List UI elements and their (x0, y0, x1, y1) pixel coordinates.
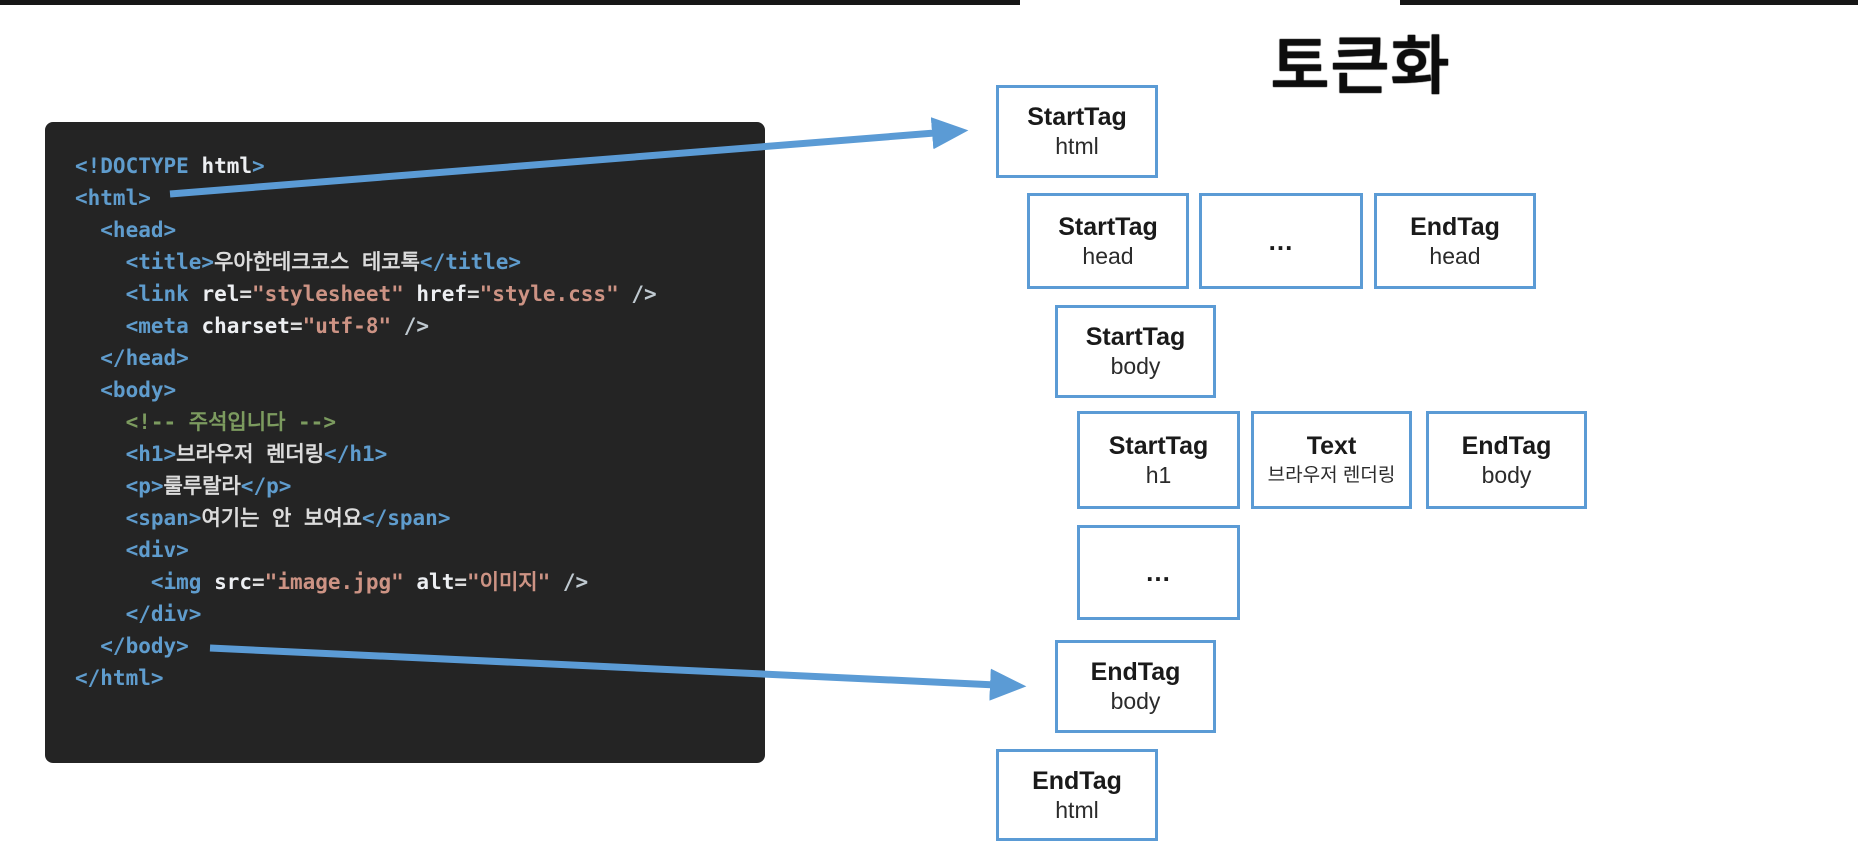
token-label: ... (1146, 557, 1171, 587)
code-line: </html> (75, 666, 164, 690)
code-line: <html> (75, 186, 151, 210)
token-value: h1 (1145, 461, 1172, 488)
top-strip-left (0, 0, 1020, 5)
token-value: head (1429, 242, 1481, 269)
token-value: head (1082, 242, 1134, 269)
page-title: 토큰화 (1271, 32, 1451, 102)
token-box-text: Text 브라우저 렌더링 (1251, 411, 1412, 509)
token-value: html (1055, 796, 1099, 823)
token-box-starttag-h1: StartTag h1 (1077, 411, 1240, 509)
token-value: 브라우저 렌더링 (1267, 464, 1396, 486)
code-line: <div> (75, 538, 189, 562)
code-line: <p>룰루랄라</p> (75, 474, 292, 498)
token-label: EndTag (1090, 658, 1181, 686)
token-label: EndTag (1461, 431, 1552, 460)
token-value: html (1055, 133, 1099, 159)
token-label: StartTag (1058, 212, 1158, 241)
token-label: StartTag (1085, 323, 1186, 351)
token-value: body (1110, 353, 1161, 379)
token-box-starttag-html: StartTag html (996, 85, 1158, 178)
code-block: <!DOCTYPE html> <html> <head> <title>우아한테… (45, 122, 765, 763)
token-box-starttag-head: StartTag head (1027, 193, 1189, 289)
code-line: <span>여기는 안 보여요</span> (75, 506, 451, 530)
token-value: body (1110, 688, 1161, 714)
token-value: body (1481, 461, 1532, 488)
token-box-endtag-head: EndTag head (1374, 193, 1536, 289)
token-label: EndTag (1410, 212, 1500, 241)
code-line: <link rel="stylesheet" href="style.css" … (75, 282, 657, 306)
code-lines: <!DOCTYPE html> <html> <head> <title>우아한테… (75, 150, 765, 694)
code-line: <meta charset="utf-8" /> (75, 314, 430, 338)
token-label: StartTag (1108, 431, 1209, 460)
top-strip-right (1400, 0, 1858, 5)
code-line: <title>우아한테크코스 테코톡</title> (75, 250, 522, 274)
token-box-endtag-body: EndTag body (1055, 640, 1216, 733)
token-label: Text (1306, 431, 1357, 460)
token-box-starttag-body: StartTag body (1055, 305, 1216, 398)
code-line: <!-- 주석입니다 --> (75, 410, 336, 434)
token-box-ellipsis-head: ... (1199, 193, 1363, 289)
code-line: <h1>브라우저 렌더링</h1> (75, 442, 388, 466)
code-line: </head> (75, 346, 189, 370)
code-line: <head> (75, 218, 177, 242)
token-box-ellipsis-body: ... (1077, 525, 1240, 620)
token-box-endtag-html: EndTag html (996, 749, 1158, 841)
token-box-endtag-body-inline: EndTag body (1426, 411, 1587, 509)
token-label: ... (1268, 225, 1294, 256)
token-label: StartTag (1027, 103, 1127, 131)
code-line: </div> (75, 602, 202, 626)
code-line: <!DOCTYPE html> (75, 154, 265, 178)
code-line: <body> (75, 378, 177, 402)
token-label: EndTag (1032, 766, 1122, 795)
code-line: </body> (75, 634, 189, 658)
code-line: <img src="image.jpg" alt="이미지" /> (75, 570, 589, 594)
